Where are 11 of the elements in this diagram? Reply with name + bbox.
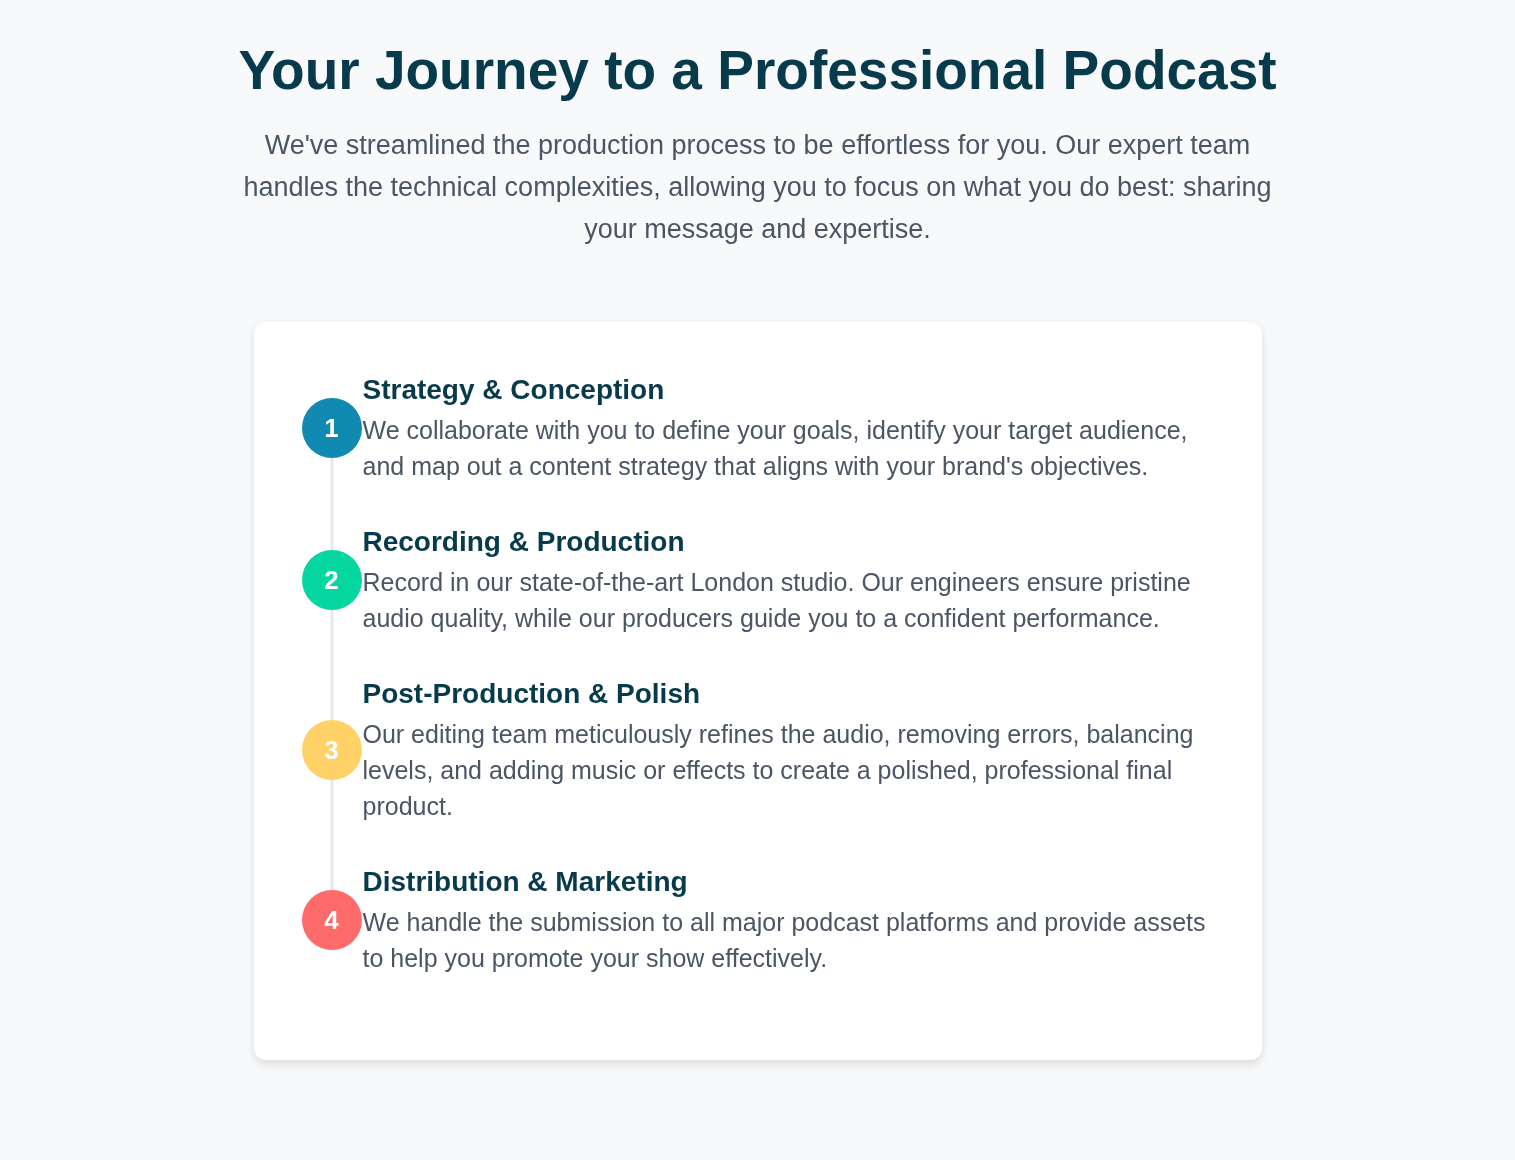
step-title: Post-Production & Polish	[362, 677, 702, 711]
step-title: Distribution & Marketing	[362, 865, 689, 899]
page-title: Your Journey to a Professional Podcast	[237, 38, 1278, 103]
step-description: We handle the submission to all major podcast platforms and provide assets to help you promote your show effectively.	[362, 907, 1207, 974]
step-description: Record in our state-of-the-art London studio. Our engineers ensure pristine audio quality, while our producers guide you to a confident performance.	[362, 567, 1192, 634]
step-title: Recording & Production	[362, 525, 686, 559]
step-description: We collaborate with you to define your goals, identify your target audience, and map out a content strategy that aligns with your brand's objectives.	[362, 415, 1189, 482]
intro-paragraph: We've streamlined the production process to be effortless for you. Our expert team handles the technical complexities, allowing you to focus on what you do best: sharing your message and expertise.	[242, 129, 1273, 246]
card-panel	[253, 322, 1262, 1060]
step-title: Strategy & Conception	[362, 373, 666, 407]
step-description: Our editing team meticulously refines the audio, removing errors, balancing levels, and adding music or effects to create a polished, professional final product.	[362, 719, 1195, 822]
